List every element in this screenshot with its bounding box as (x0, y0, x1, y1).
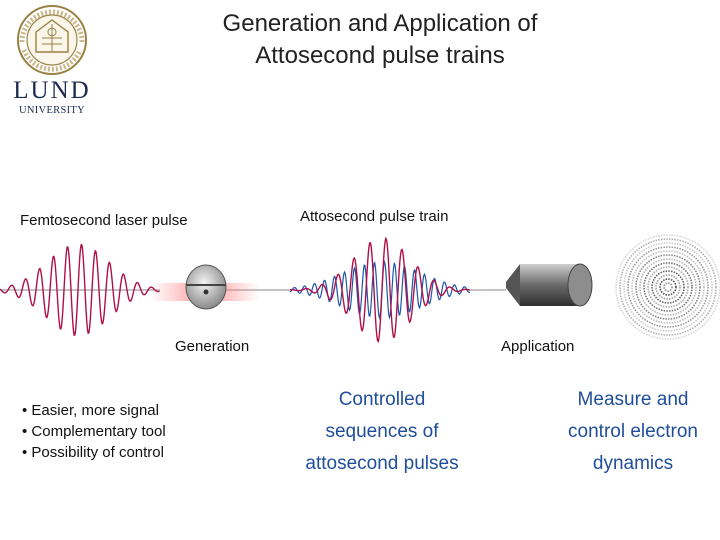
interference-ring (651, 270, 685, 304)
interference-ring (631, 250, 705, 324)
label-application: Application (501, 338, 575, 355)
label-attosecond-train: Attosecond pulse train (300, 208, 449, 225)
slide-title: Generation and Application of Attosecond… (150, 8, 610, 72)
interference-ring (663, 282, 673, 292)
ir-driving-wave (290, 236, 470, 344)
logo-wordmark-lund: LUND (13, 77, 90, 104)
controlled-sequences-text: Controlled sequences of attosecond pulse… (287, 384, 477, 480)
interference-ring (639, 258, 697, 316)
list-item: • Easier, more signal (22, 402, 159, 419)
interference-ring (643, 262, 693, 312)
blue-line: Measure and (577, 389, 689, 410)
list-item: • Possibility of control (22, 444, 164, 461)
attosecond-xuv-wave (289, 259, 470, 321)
electron-spectrometer-icon (506, 263, 593, 307)
blue-line: dynamics (592, 453, 674, 474)
list-item: • Complementary tool (22, 423, 166, 440)
gas-cell-icon (185, 264, 227, 310)
bullet-easier-more-signal: Easier, more signal (31, 402, 159, 419)
slide-title-line-1: Generation and Application of (222, 10, 538, 37)
slide-title-line-2: Attosecond pulse trains (255, 42, 505, 69)
velocity-map-image-icon (615, 234, 720, 340)
interference-ring (635, 254, 701, 320)
blue-line: attosecond pulses (305, 453, 459, 474)
logo-wordmark-university: UNIVERSITY (19, 105, 85, 116)
blue-line: sequences of (325, 421, 439, 442)
interference-ring (659, 278, 677, 296)
label-femtosecond-pulse: Femtosecond laser pulse (20, 212, 188, 229)
interference-ring (615, 234, 720, 340)
interference-ring (655, 274, 681, 300)
interference-ring (623, 242, 713, 332)
interference-ring (647, 266, 689, 308)
university-seal (17, 5, 87, 75)
bullet-possibility-of-control: Possibility of control (31, 444, 164, 461)
femtosecond-laser-wave (0, 243, 160, 337)
label-generation: Generation (175, 338, 250, 355)
bullet-complementary-tool: Complementary tool (31, 423, 166, 440)
measure-control-text: Measure and control electron dynamics (548, 384, 718, 480)
blue-line: control electron (568, 421, 698, 442)
interference-ring (619, 238, 717, 336)
advantages-list: • Easier, more signal • Complementary to… (22, 400, 166, 463)
blue-line: Controlled (338, 389, 426, 410)
interference-ring (627, 246, 709, 328)
lund-university-logo: LUND UNIVERSITY (13, 5, 90, 116)
